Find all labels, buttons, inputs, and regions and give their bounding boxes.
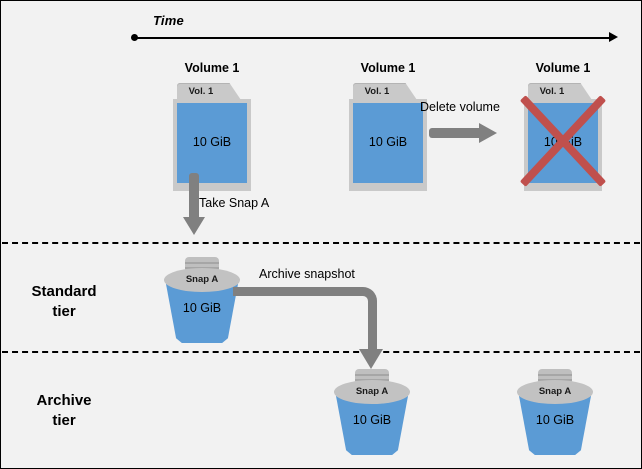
tier-label-standard-line2: tier <box>52 303 76 320</box>
tier-label-archive: Archive tier <box>9 391 119 431</box>
snapshot-size-standard: 10 GiB <box>182 301 222 315</box>
tier-separator-standard <box>2 242 640 244</box>
volume-size-3: 10 GiB <box>543 135 583 149</box>
volume-title-1: Volume 1 <box>184 61 240 75</box>
snapshot-body-archive-2 <box>519 396 591 455</box>
snapshot-body-archive-1 <box>336 396 408 455</box>
snapshot-name-archive-2: Snap A <box>538 386 572 397</box>
snapshot-lid-standard <box>164 268 240 292</box>
volume-tab-1 <box>177 83 241 100</box>
snapshot-icon-archive-1: Snap A 10 GiB <box>331 369 413 455</box>
arrow-label-take-snap: Take Snap A <box>199 196 270 210</box>
arrow-take-snap <box>183 173 205 235</box>
timeline-line <box>135 37 611 39</box>
arrow-label-delete-volume: Delete volume <box>420 100 500 114</box>
volume-body-2 <box>353 103 423 183</box>
volume-icon-1: Volume 1 Vol. 1 10 GiB <box>173 61 251 191</box>
snapshot-size-archive-2: 10 GiB <box>535 413 575 427</box>
timeline-label: Time <box>153 13 184 28</box>
arrow-archive-snapshot <box>233 287 393 373</box>
volume-body-1 <box>177 103 247 183</box>
volume-size-1: 10 GiB <box>192 135 232 149</box>
snapshot-icon-standard: Snap A 10 GiB <box>161 257 243 343</box>
snapshot-lid-archive-2 <box>517 380 593 404</box>
volume-icon-3: Volume 1 Vol. 1 10 GiB <box>524 61 602 191</box>
volume-tab-label-2: Vol. 1 <box>364 86 390 97</box>
volume-tab-label-3: Vol. 1 <box>539 86 565 97</box>
tier-label-standard: Standard tier <box>9 282 119 322</box>
timeline-start-dot <box>131 34 138 41</box>
arrow-label-archive-snapshot: Archive snapshot <box>259 267 355 281</box>
snapshot-name-standard: Snap A <box>185 274 219 285</box>
tier-label-standard-line1: Standard <box>31 283 97 300</box>
volume-title-2: Volume 1 <box>360 61 416 75</box>
volume-size-2: 10 GiB <box>368 135 408 149</box>
tier-label-archive-line2: tier <box>52 412 76 429</box>
volume-icon-2: Volume 1 Vol. 1 10 GiB <box>349 61 427 191</box>
snapshot-size-archive-1: 10 GiB <box>352 413 392 427</box>
snapshot-lid-archive-1 <box>334 380 410 404</box>
volume-tab-2 <box>353 83 417 100</box>
volume-title-3: Volume 1 <box>535 61 591 75</box>
timeline-arrowhead-icon <box>609 32 618 42</box>
tier-label-archive-line1: Archive <box>36 392 92 409</box>
volume-tab-label-1: Vol. 1 <box>188 86 214 97</box>
snapshot-icon-archive-2: Snap A 10 GiB <box>514 369 596 455</box>
arrow-delete-volume <box>429 123 499 143</box>
tier-separator-archive <box>2 351 640 353</box>
snapshot-body-standard <box>166 284 238 343</box>
snapshot-name-archive-1: Snap A <box>355 386 389 397</box>
